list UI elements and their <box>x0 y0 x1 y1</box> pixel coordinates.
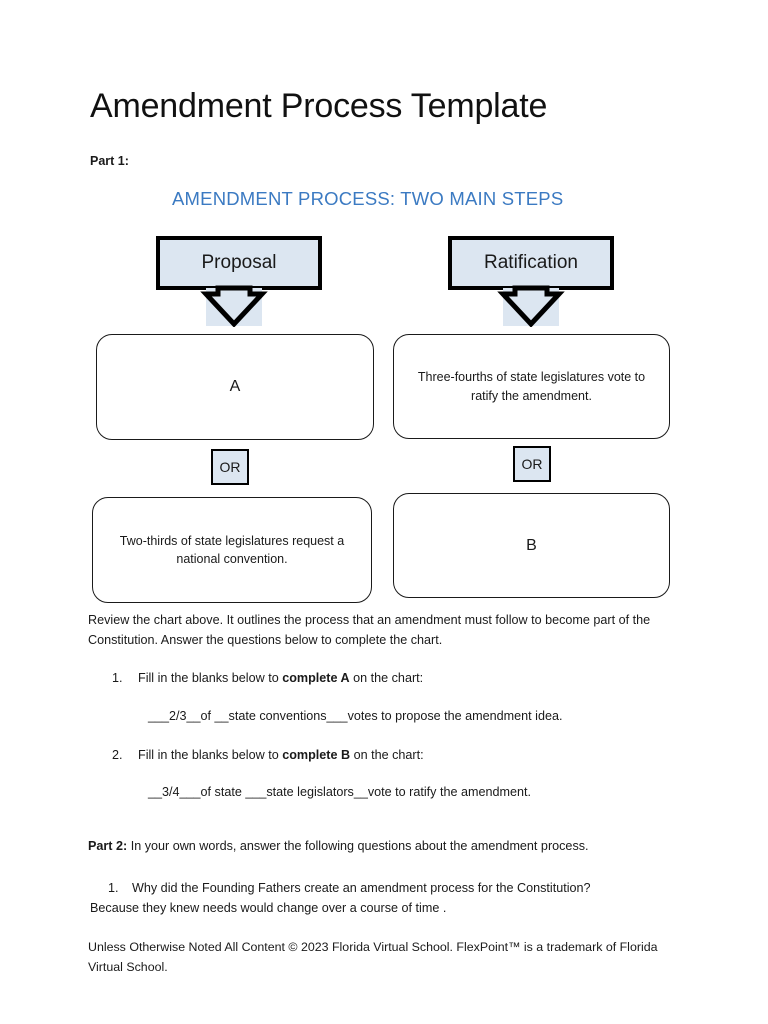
flow-box-ratification-legislatures-text: Three-fourths of state legislatures vote… <box>417 370 646 403</box>
flow-box-proposal-option-a: A <box>96 334 374 440</box>
flow-box-ratification-legislatures: Three-fourths of state legislatures vote… <box>393 334 670 439</box>
arrow-down-glyph <box>497 285 565 327</box>
or-connector-right-label: OR <box>521 456 543 472</box>
part-2-instruction: In your own words, answer the following … <box>130 839 589 853</box>
question-2: 2. Fill in the blanks below to complete … <box>112 745 682 765</box>
question-1-prompt-emphasis: complete A <box>282 671 350 685</box>
part-2-question-1: 1. Why did the Founding Fathers create a… <box>108 878 688 898</box>
question-2-prompt-tail: on the chart: <box>350 748 424 762</box>
step-header-proposal: Proposal <box>156 236 322 290</box>
arrow-down-glyph <box>200 285 268 327</box>
question-1-answer[interactable]: ___2/3__of __state conventions___votes t… <box>148 709 563 723</box>
question-1: 1. Fill in the blanks below to complete … <box>112 668 682 688</box>
flow-box-proposal-option-convention: Two-thirds of state legislatures request… <box>92 497 372 603</box>
question-1-number: 1. <box>112 671 123 685</box>
question-1-prompt-tail: on the chart: <box>349 671 424 685</box>
question-2-prompt-emphasis: complete B <box>282 748 351 762</box>
page-title: Amendment Process Template <box>90 87 548 125</box>
question-2-answer[interactable]: __3/4___of state ___state legislators__v… <box>148 785 531 799</box>
part-1-label: Part 1: <box>90 154 129 168</box>
step-header-ratification: Ratification <box>448 236 614 290</box>
part-2-question-1-text: Why did the Founding Fathers create an a… <box>132 881 591 895</box>
part-2-label: Part 2: In your own words, answer the fo… <box>88 839 589 853</box>
arrow-down-icon-proposal <box>200 285 268 327</box>
chart-heading: AMENDMENT PROCESS: TWO MAIN STEPS <box>172 188 564 209</box>
flow-box-proposal-option-convention-text: Two-thirds of state legislatures request… <box>119 533 345 566</box>
part-2-question-1-number: 1. <box>108 881 119 895</box>
flow-box-ratification-option-b-text: B <box>526 536 537 554</box>
copyright-footer: Unless Otherwise Noted All Content © 202… <box>88 940 658 974</box>
step-header-proposal-label: Proposal <box>201 252 277 273</box>
chart-instructions: Review the chart above. It outlines the … <box>88 613 651 648</box>
question-1-prompt: Fill in the blanks below to complete A o… <box>138 668 423 688</box>
or-connector-left-label: OR <box>219 459 241 475</box>
flow-box-proposal-option-a-text: A <box>229 378 241 396</box>
question-2-prompt-lead: Fill in the blanks below to <box>138 748 283 762</box>
question-2-prompt: Fill in the blanks below to complete B o… <box>138 745 424 765</box>
question-2-number: 2. <box>112 748 123 762</box>
flow-box-ratification-option-b: B <box>393 493 670 598</box>
amendment-process-flowchart: AMENDMENT PROCESS: TWO MAIN STEPS Propos… <box>92 188 670 603</box>
or-connector-left: OR <box>211 449 249 485</box>
step-header-ratification-label: Ratification <box>484 252 578 273</box>
arrow-down-icon-ratification <box>497 285 565 327</box>
part-2-label-text: Part 2: <box>88 839 128 853</box>
question-1-prompt-lead: Fill in the blanks below to <box>138 671 283 685</box>
part-2-question-1-answer[interactable]: Because they knew needs would change ove… <box>90 901 447 915</box>
or-connector-right: OR <box>513 446 551 482</box>
